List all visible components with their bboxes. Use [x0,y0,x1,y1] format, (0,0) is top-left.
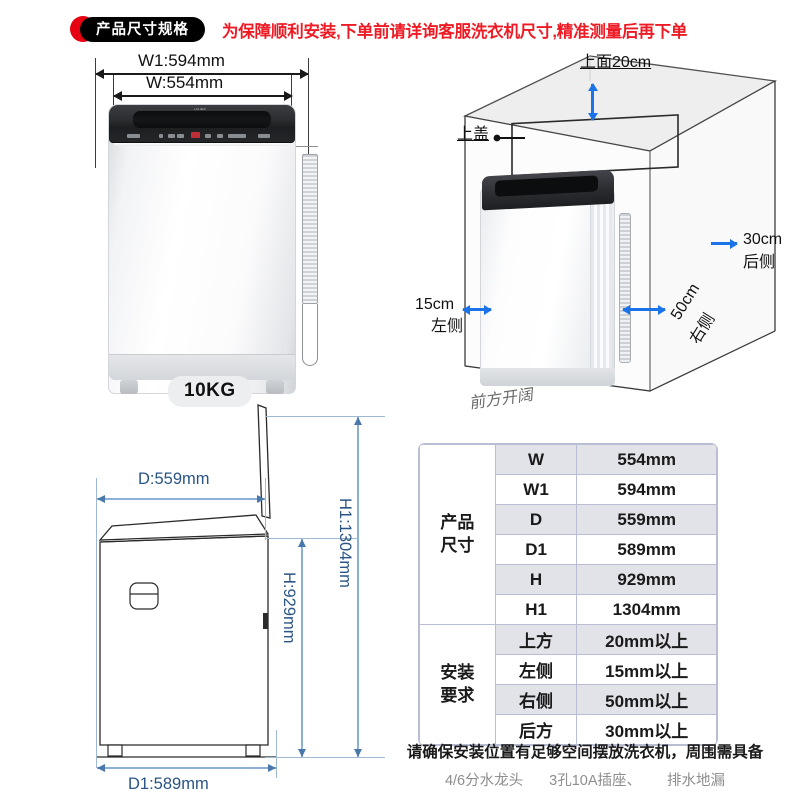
width-inner-dimension-arrow [113,91,293,101]
spec-value: 594mm [576,474,717,505]
washer-body [108,104,296,394]
spec-value: 50mm以上 [576,684,717,715]
clearance-top-arrow [587,83,598,121]
washer-glass-lid [133,110,271,128]
spec-key: 右侧 [494,684,578,715]
footer-requirement-list: 4/6分水龙头 3孔10A插座、 排水地漏 [370,769,800,790]
section-badge: 产品尺寸规格 [70,16,205,42]
front-view-diagram: W1:594mm W:554mm HAIER [80,46,400,416]
footer-item-socket: 3孔10A插座、 [549,773,642,789]
width-inner-label: W:554mm [146,73,224,92]
spec-key: D [494,504,578,535]
height-dimension-arrow [298,539,305,757]
clearance-rear-arrow [711,238,738,249]
clearance-top-label: 上面20cm [580,54,652,71]
width-outer-dimension-arrow [95,69,309,79]
group-label-install-requirement: 安装 要求 [419,624,496,745]
header-warning-note: 为保障顺利安装,下单前请详询客服洗衣机尺寸,精准测量后再下单 [222,23,688,41]
drain-hose-upper [296,146,318,147]
spec-value: 15mm以上 [576,654,717,685]
table-row: D1 589mm [420,534,717,565]
footer-primary-text: 请确保安装位置有足够空间摆放洗衣机，周围需具备 [406,744,764,761]
spec-key: W [494,444,578,475]
washer-control-panel [120,130,284,140]
extension-line-right-outer [308,58,309,166]
footer-item-drain: 排水地漏 [667,773,726,789]
clearance-right-arrow [622,304,666,315]
side-ext-bottom [265,757,385,758]
washer2-glass-lid [495,175,599,197]
table-row: H1 1304mm [420,594,717,625]
washer2-side-ribs [590,201,612,376]
header: 产品尺寸规格 为保障顺利安装,下单前请详询客服洗衣机尺寸,精准测量后再下单 [0,0,800,46]
table-row: 安装 要求 上方 20mm以上 [419,624,717,745]
side-ext-top-h [265,538,357,539]
spec-value: 554mm [576,444,717,475]
depth-base-label: D1:589mm [128,775,209,793]
group-label-product-size: 产品 尺寸 [419,444,496,625]
spec-key: 左侧 [494,654,578,685]
washer-foot-left [120,380,138,394]
footer-item-faucet: 4/6分水龙头 [444,773,524,789]
table-row: 后方 30mm以上 [420,714,717,745]
side-ext-top-h1 [265,416,385,417]
spec-key: H1 [494,594,578,625]
spec-value: 30mm以上 [576,714,717,745]
drain-hose-lower [302,304,318,366]
spec-value: 1304mm [576,594,717,625]
washer-top-panel: HAIER [109,105,295,143]
clearance-left-side: 左侧 [431,318,464,335]
height-open-dimension-arrow [354,417,361,757]
footer-note: 请确保安装位置有足够空间摆放洗衣机，周围需具备 4/6分水龙头 3孔10A插座、… [370,740,800,790]
badge-label: 产品尺寸规格 [80,16,205,42]
spec-value: 559mm [576,504,717,535]
spec-value: 929mm [576,564,717,595]
spec-key: 上方 [494,624,578,655]
depth-dimension-arrow [97,495,265,502]
washer-front-photo: HAIER [108,104,296,394]
washer2-base [480,368,615,386]
clearance-left-value: 15cm [415,296,455,313]
table-row: 左侧 15mm以上 [420,654,717,685]
height-label: H:929mm [280,572,298,644]
clearance-left-arrow [462,304,492,315]
washer2-top-panel [482,169,615,211]
side-view-outline-svg [96,404,276,758]
clearance-rear-side: 后侧 [743,254,776,271]
side-ext-right-base [276,730,277,778]
washer-brand-mark: HAIER [194,107,207,112]
specification-table: 产品 尺寸 W 554mm W1 594mm D 559mm D1 589mm [418,443,718,746]
washer-perspective-photo [480,169,631,386]
spec-value: 20mm以上 [576,624,717,655]
capacity-badge: 10KG [168,376,252,407]
depth-label: D:559mm [138,470,210,488]
drain-hose-corrugated [302,154,318,304]
clearance-rear-value: 30cm [743,231,783,248]
side-ext-left [96,478,97,768]
lid-callout-leader [493,134,525,142]
extension-line-left-outer [95,58,96,168]
spec-key: W1 [494,474,578,505]
washer-foot-right [266,380,284,394]
height-open-label: H1:1304mm [336,498,354,588]
spec-key: H [494,564,578,595]
spec-value: 589mm [576,534,717,565]
spec-table-body: 产品 尺寸 W 554mm W1 594mm D 559mm D1 589mm [419,444,717,745]
table-row: D 559mm [420,504,717,535]
table-row: 产品 尺寸 W 554mm [419,444,717,625]
table-row: H 929mm [420,564,717,595]
spec-key: D1 [494,534,578,565]
washer2-drain-hose [619,213,631,363]
clearance-diagram: 上面20cm 上盖 15cm 左侧 50cm 右侧 30cm 后侧 前方开阔 [415,46,800,446]
table-row: 右侧 50mm以上 [420,684,717,715]
lid-callout-label: 上盖 [457,126,490,143]
depth-base-dimension-arrow [97,764,276,771]
side-ext-right-depth [265,478,266,540]
side-view-diagram: D:559mm H:929mm H1:1304mm D1:589mm [60,400,420,800]
washer-lid-seam [113,143,291,146]
spec-key: 后方 [494,714,578,745]
width-outer-label: W1:594mm [138,51,225,70]
washer-base [109,354,295,380]
